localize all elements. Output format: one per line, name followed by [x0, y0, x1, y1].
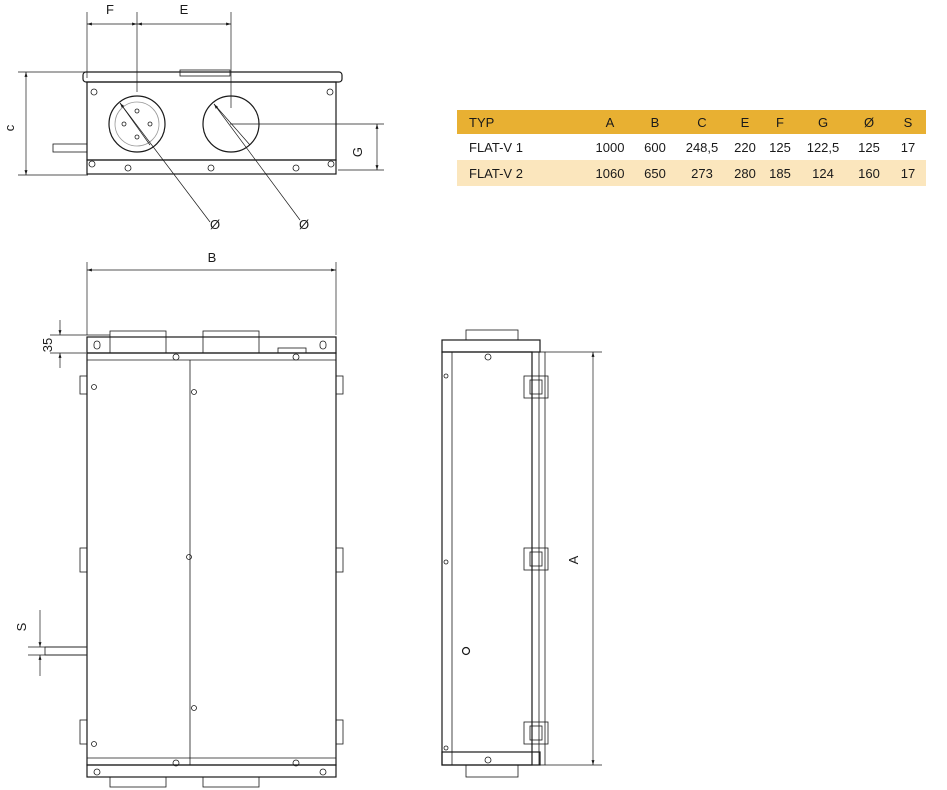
header-typ: TYP [457, 110, 586, 134]
table-cell: 248,5 [685, 139, 719, 155]
table-cell: 273 [676, 160, 728, 186]
side-view: A [441, 329, 602, 778]
table-cell: FLAT-V 2 [457, 160, 586, 186]
dim-label-e: E [180, 2, 189, 17]
table-cell: 17 [900, 139, 916, 155]
header-e: E [728, 110, 762, 134]
dim-label-diameter-1: Ø [210, 217, 220, 232]
table-cell: 600 [644, 139, 666, 155]
table-cell: 160 [848, 160, 890, 186]
header-f: F [762, 110, 798, 134]
dim-label-35: 35 [40, 338, 55, 352]
table-header-row: TYP A B C E F G Ø S [457, 110, 926, 134]
table-row: FLAT-V 2 1060 650 273 280 185 124 160 17 [457, 160, 926, 186]
dim-label-f: F [106, 2, 114, 17]
header-g: G [798, 110, 848, 134]
table-cell: 650 [634, 160, 676, 186]
specification-table: TYP A B C E F G Ø S FLAT-V 1 1000 600 24… [457, 110, 926, 186]
table-cell: 1060 [586, 160, 634, 186]
table-cell: 220 [734, 139, 756, 155]
header-c: C [676, 110, 728, 134]
table-cell: 185 [762, 160, 798, 186]
header-b: B [634, 110, 676, 134]
dim-label-a: A [566, 555, 581, 564]
header-s: S [890, 110, 926, 134]
table-cell: 17 [890, 160, 926, 186]
header-a: A [586, 110, 634, 134]
table-cell: 280 [728, 160, 762, 186]
dim-label-g: G [350, 147, 365, 157]
table-cell: 1000 [595, 139, 625, 155]
front-view: B 35 S [14, 250, 344, 788]
table-row: FLAT-V 1 1000 600 248,5 220 125 122,5 12… [457, 134, 926, 160]
table-cell: FLAT-V 1 [469, 139, 523, 155]
top-view: F E c G [2, 2, 384, 232]
header-diameter: Ø [848, 110, 890, 134]
table-cell: 125 [769, 139, 791, 155]
dim-label-diameter-2: Ø [299, 217, 309, 232]
dim-label-b: B [208, 250, 217, 265]
table-cell: 124 [798, 160, 848, 186]
dim-label-s: S [14, 622, 29, 631]
table-cell: 122,5 [806, 139, 840, 155]
dim-label-c: c [2, 124, 17, 131]
table-cell: 125 [858, 139, 880, 155]
